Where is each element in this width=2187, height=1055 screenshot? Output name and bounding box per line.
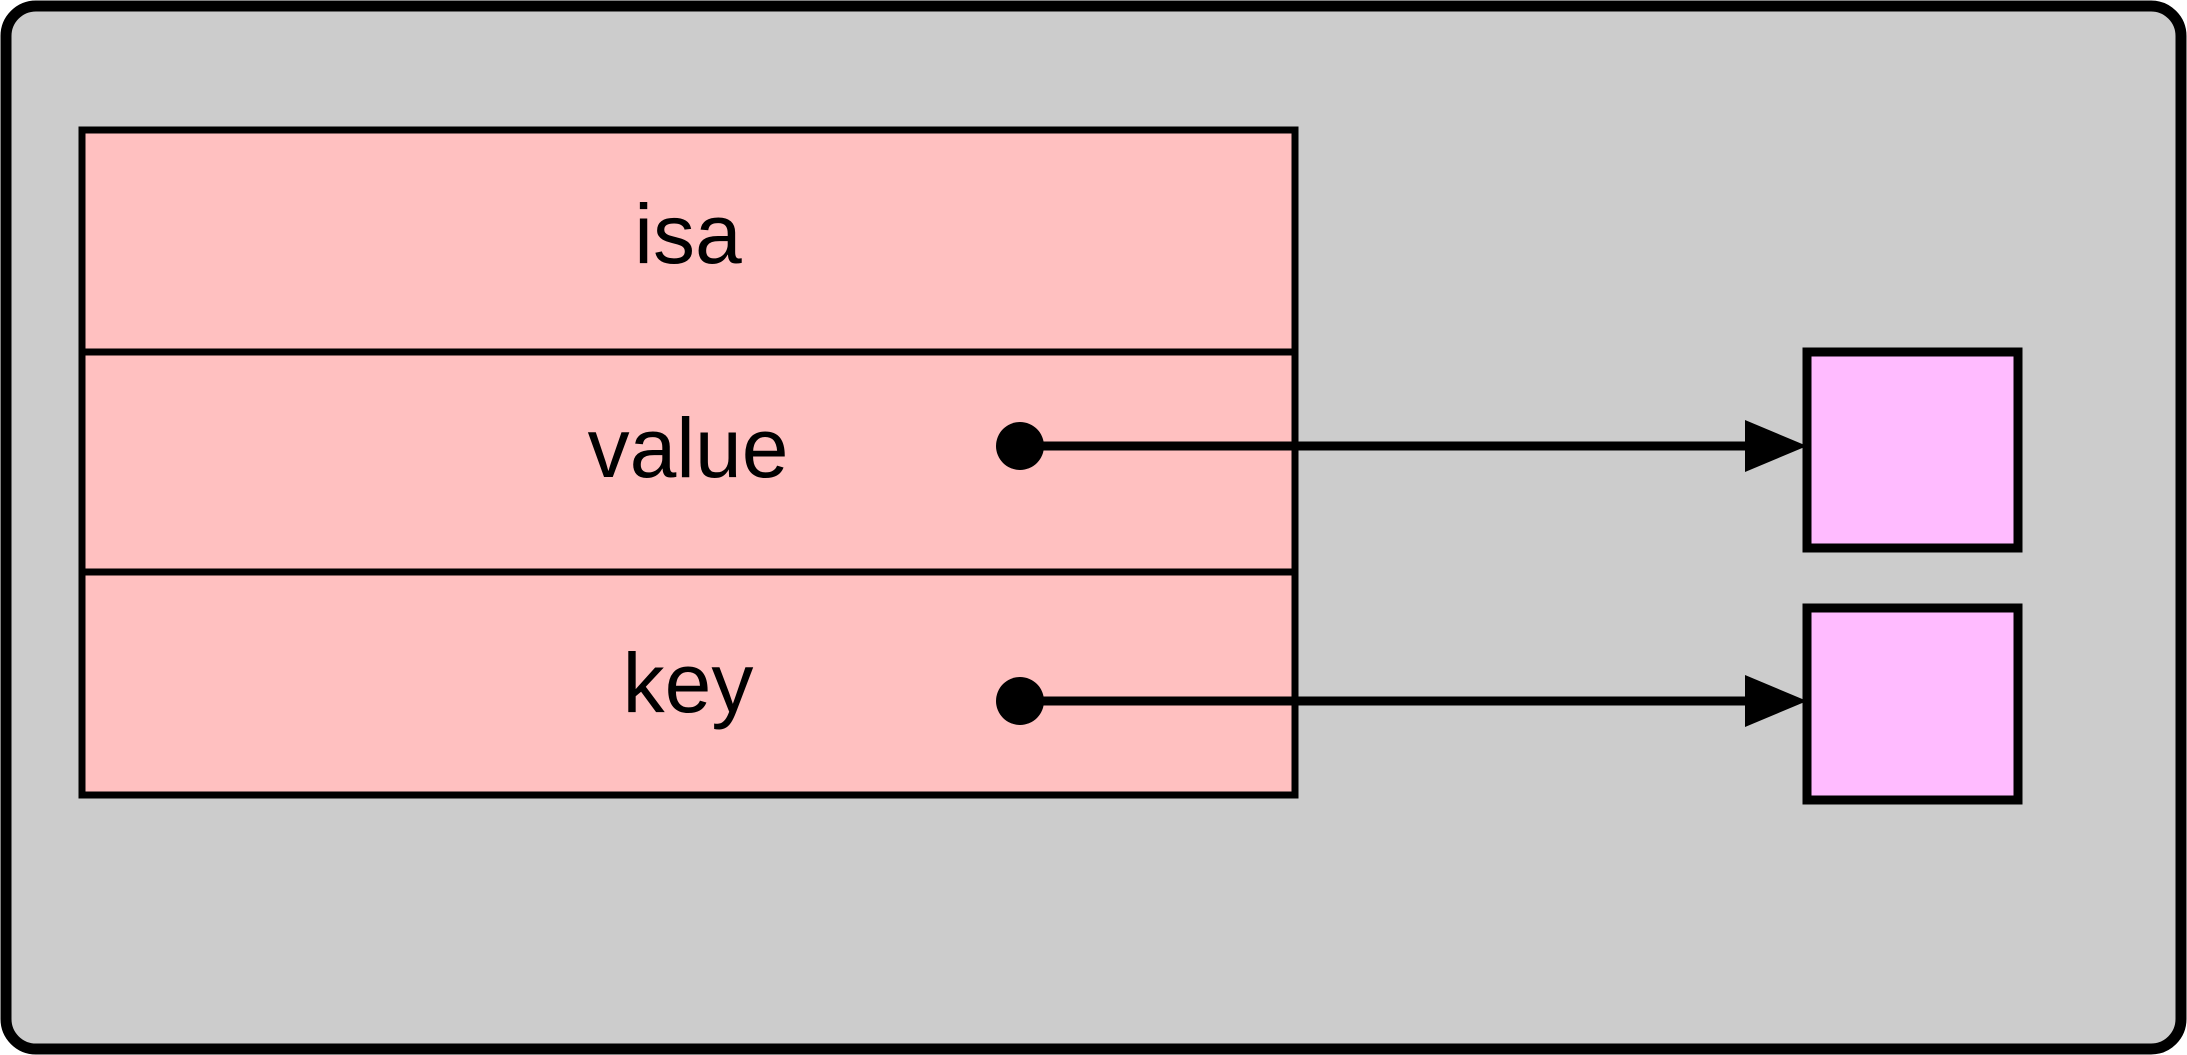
struct-field-value: value	[588, 401, 789, 495]
key-target-box	[1802, 603, 2023, 805]
value-pointer-dot	[996, 422, 1044, 470]
value-pointer-arrowhead	[1745, 420, 1807, 472]
value-target-box	[1802, 347, 2023, 553]
struct-field-key: key	[623, 636, 754, 730]
struct-block	[78, 126, 1299, 799]
key-pointer-dot	[996, 677, 1044, 725]
key-pointer-arrowhead	[1745, 675, 1807, 727]
struct-field-isa: isa	[634, 187, 742, 281]
